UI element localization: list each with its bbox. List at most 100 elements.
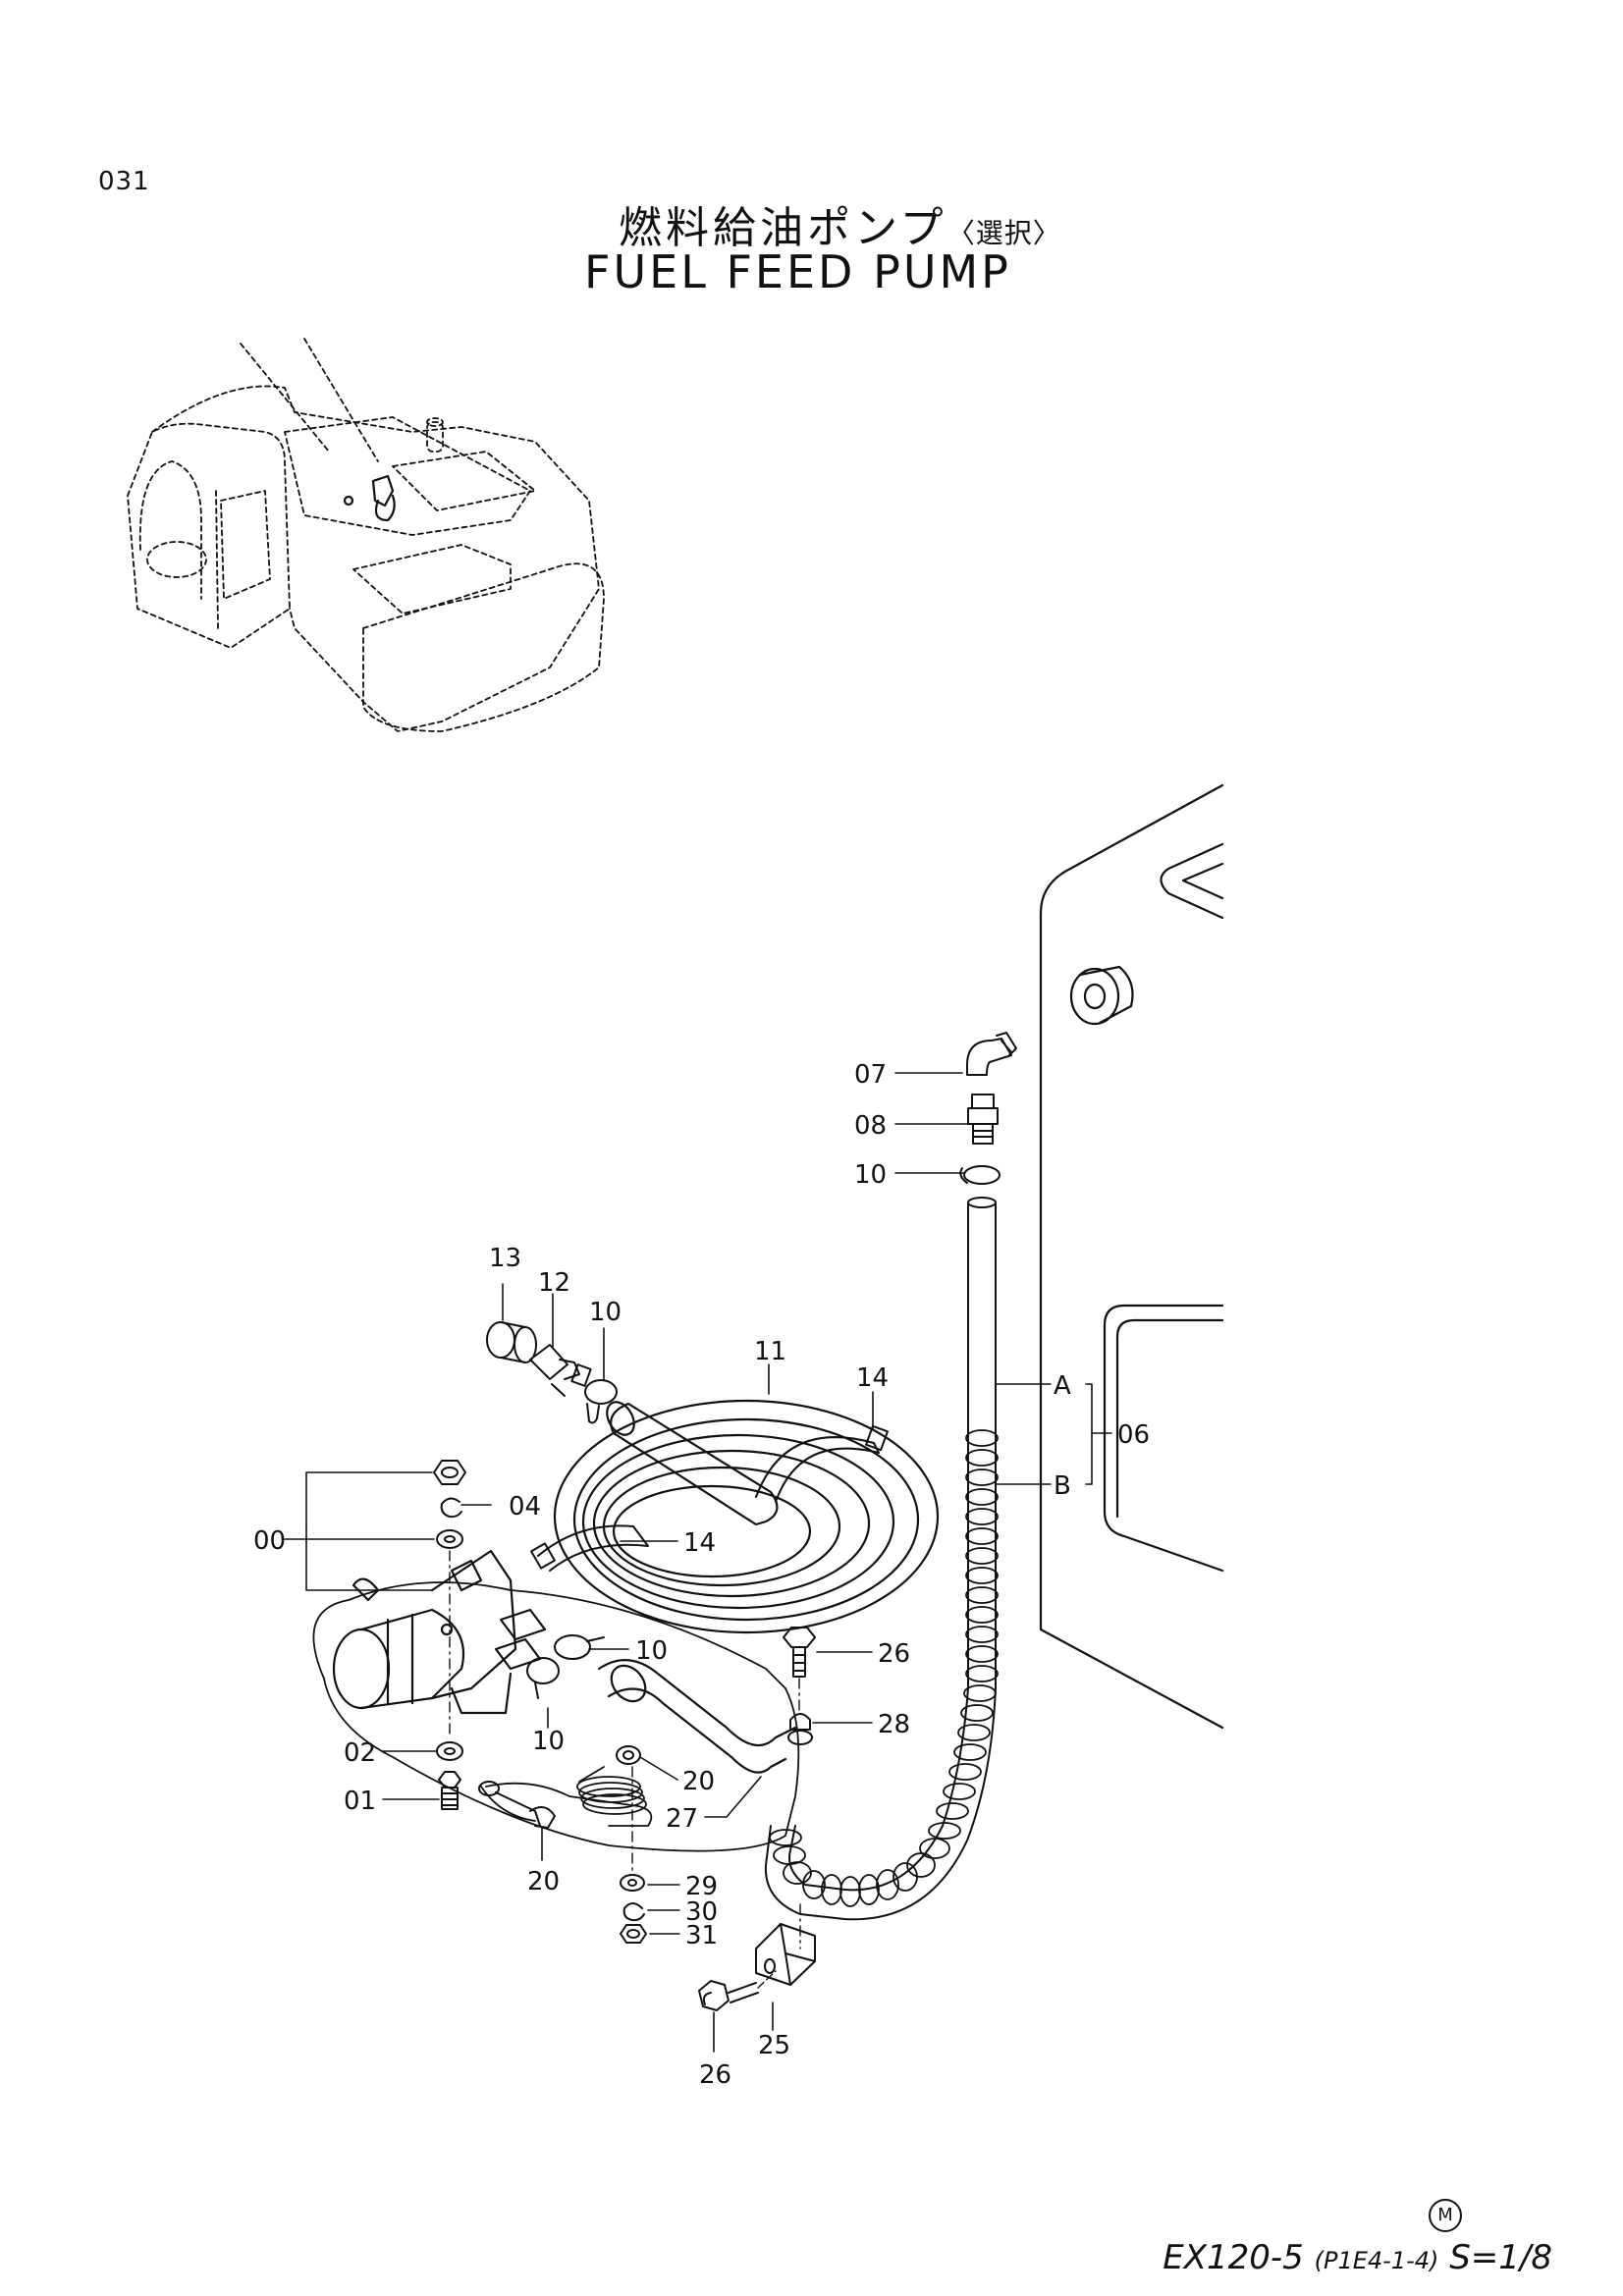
tank-inspection-panel bbox=[1103, 1304, 1224, 1573]
part-label-29: 29 bbox=[685, 1872, 718, 1901]
boom-line bbox=[303, 338, 379, 462]
page-number: 031 bbox=[98, 167, 150, 196]
part-label-02: 02 bbox=[344, 1738, 376, 1768]
counterweight bbox=[362, 562, 605, 732]
hose-clamp-10-upper-left bbox=[584, 1379, 618, 1424]
hex-nut bbox=[433, 1460, 466, 1485]
engine-cover bbox=[284, 416, 531, 536]
corrugated-hose bbox=[764, 1429, 999, 1921]
boom-line bbox=[240, 343, 330, 453]
footer-ref: (P1E4-1-4) bbox=[1314, 2247, 1439, 2274]
nipple-fitting-08 bbox=[967, 1094, 999, 1145]
part-number-labels: 07 08 10 13 12 10 11 14 14 04 00 10 10 A… bbox=[253, 1060, 1150, 2090]
part-label-30: 30 bbox=[685, 1897, 718, 1927]
manual-mark-icon: M bbox=[1429, 2199, 1462, 2232]
part-label-A: A bbox=[1054, 1371, 1071, 1401]
part-label-13: 13 bbox=[489, 1244, 521, 1273]
part-label-28: 28 bbox=[878, 1710, 910, 1739]
part-label-06: 06 bbox=[1117, 1420, 1150, 1450]
clip-28 bbox=[787, 1713, 813, 1745]
part-label-26: 26 bbox=[699, 2060, 731, 2090]
cab-door-handle bbox=[146, 541, 207, 578]
part-label-10: 10 bbox=[589, 1298, 622, 1327]
part-label-31: 31 bbox=[685, 1921, 718, 1950]
page-title-english: FUEL FEED PUMP bbox=[584, 245, 1011, 298]
terminal-20-upper bbox=[616, 1745, 641, 1765]
washer-29 bbox=[620, 1874, 645, 1892]
cab-window bbox=[138, 460, 202, 600]
part-label-20: 20 bbox=[527, 1867, 560, 1896]
machine-overview-illustration bbox=[127, 338, 605, 732]
band-14-left bbox=[530, 1524, 649, 1572]
page-title-japanese: 燃料給油ポンプ〈選択〉 bbox=[619, 192, 1061, 255]
spring-washer-04 bbox=[440, 1497, 462, 1519]
part-label-12: 12 bbox=[538, 1268, 570, 1298]
hood-panel bbox=[392, 451, 536, 511]
tank-top-panel bbox=[1160, 842, 1224, 920]
title-jp-sub: 〈選択〉 bbox=[947, 217, 1061, 249]
hose-ribs bbox=[769, 1429, 999, 1907]
part-label-25: 25 bbox=[758, 2031, 790, 2060]
suction-pipe-06 bbox=[967, 1197, 997, 1434]
title-jp-main: 燃料給油ポンプ bbox=[619, 203, 947, 253]
part-label-20: 20 bbox=[682, 1767, 715, 1796]
pump-port bbox=[499, 1608, 547, 1641]
part-label-10: 10 bbox=[635, 1636, 668, 1666]
tank-inspection-panel bbox=[1115, 1318, 1224, 1519]
tank-top-panel bbox=[1181, 862, 1224, 900]
hose-clamp-10-lower bbox=[526, 1657, 560, 1699]
bolt-26-lower bbox=[698, 1980, 759, 2011]
connector-12 bbox=[529, 1344, 592, 1397]
spring-washer-30 bbox=[622, 1902, 645, 1922]
cab-window bbox=[220, 490, 271, 600]
wire-connector bbox=[478, 1781, 541, 1827]
hood-panel bbox=[352, 544, 512, 614]
cap-13 bbox=[486, 1321, 537, 1363]
washer-02 bbox=[436, 1741, 463, 1761]
elbow-fitting-07 bbox=[966, 1032, 1017, 1076]
footer-scale: S=1/8 bbox=[1449, 2238, 1552, 2277]
tank-outline bbox=[1039, 783, 1224, 1730]
exhaust-stack bbox=[426, 421, 444, 453]
cab-door-line bbox=[215, 490, 219, 629]
tank-cap-side bbox=[1078, 965, 1134, 1025]
part-label-07: 07 bbox=[854, 1060, 887, 1090]
pump-bracket bbox=[450, 1672, 513, 1715]
bolt-26-upper bbox=[783, 1627, 816, 1678]
cab-outline bbox=[127, 422, 291, 649]
hose-clamp-10-top bbox=[959, 1165, 1001, 1185]
part-label-01: 01 bbox=[344, 1787, 376, 1816]
part-label-00: 00 bbox=[253, 1526, 286, 1556]
part-label-14: 14 bbox=[683, 1528, 716, 1558]
hose-clamp-10-right bbox=[554, 1634, 605, 1660]
part-label-B: B bbox=[1054, 1471, 1071, 1501]
hex-nut-31 bbox=[620, 1924, 647, 1944]
fuel-pump-00 bbox=[332, 1549, 547, 1715]
part-label-26: 26 bbox=[878, 1639, 910, 1669]
part-label-08: 08 bbox=[854, 1111, 887, 1141]
pump-port bbox=[494, 1637, 542, 1671]
center-line bbox=[757, 1970, 777, 1989]
pump-location-highlight bbox=[343, 474, 396, 522]
leader-lines bbox=[284, 1072, 1112, 2053]
bracket-25 bbox=[755, 1923, 816, 1986]
part-label-10: 10 bbox=[532, 1727, 565, 1756]
part-label-11: 11 bbox=[754, 1337, 786, 1366]
tank-cap bbox=[1069, 967, 1120, 1026]
exhaust-stack-top bbox=[426, 417, 444, 427]
footer-reference: EX120-5 (P1E4-1-4) S=1/8 bbox=[1163, 2238, 1552, 2277]
part-label-14: 14 bbox=[856, 1363, 889, 1393]
outlet-hose bbox=[597, 1659, 797, 1774]
footer-model: EX120-5 bbox=[1163, 2238, 1304, 2277]
tank-cap bbox=[1083, 983, 1107, 1010]
part-label-27: 27 bbox=[666, 1804, 698, 1834]
wiring-harness bbox=[312, 1581, 800, 1852]
fuel-tank-illustration bbox=[1039, 783, 1224, 1730]
wire-coil bbox=[576, 1766, 647, 1815]
plain-washer bbox=[436, 1529, 463, 1549]
pump-motor-end bbox=[332, 1628, 391, 1710]
band-14-top bbox=[755, 1424, 889, 1503]
upper-structure bbox=[151, 385, 600, 732]
coiled-hose-11 bbox=[553, 1399, 940, 1634]
